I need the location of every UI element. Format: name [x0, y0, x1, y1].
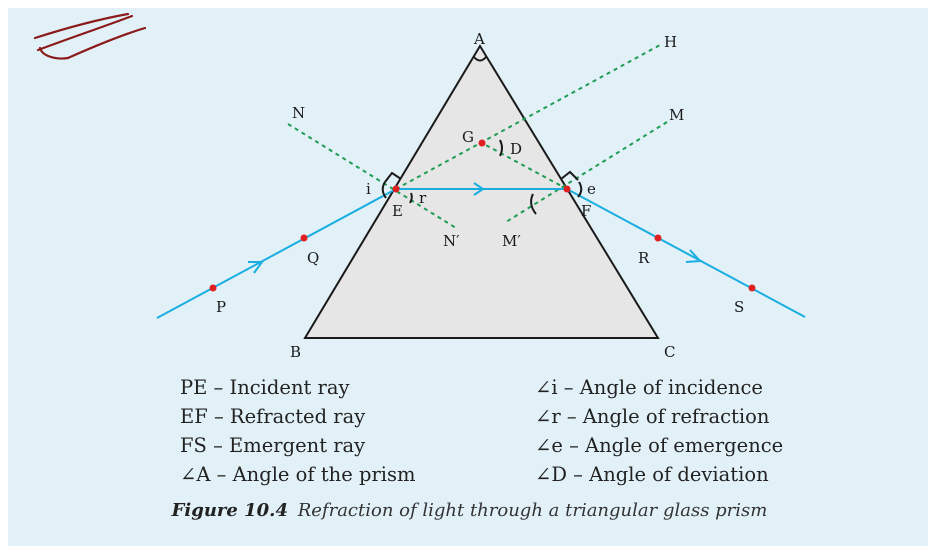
normal-NN-prime: [287, 123, 457, 229]
label-R: R: [638, 249, 650, 267]
arrow-head-refracted: [473, 182, 485, 196]
emergent-ray-FS: [566, 188, 806, 318]
label-D: D: [510, 140, 522, 158]
legend-left-1: PE – Incident ray: [180, 376, 350, 399]
arrow-head-incident: [248, 261, 264, 274]
point-F: [563, 185, 571, 193]
tick-mark-icon: [33, 12, 147, 60]
legend-right-1: ∠i – Angle of incidence: [535, 376, 763, 399]
label-N: N: [292, 104, 305, 122]
label-N-prime: N′: [443, 232, 460, 250]
label-e: e: [587, 180, 596, 198]
points: [209, 139, 756, 292]
label-G: G: [462, 128, 474, 146]
label-H: H: [664, 33, 677, 51]
legend-right-4: ∠D – Angle of deviation: [535, 463, 769, 486]
angle-exit-arc: [530, 193, 537, 215]
point-Q: [300, 234, 308, 242]
figure-caption: Figure 10.4 Refraction of light through …: [0, 500, 939, 521]
label-r: r: [419, 189, 427, 207]
point-P: [209, 284, 217, 292]
label-M-prime: M′: [502, 232, 521, 250]
point-E: [392, 185, 400, 193]
label-i: i: [366, 180, 371, 198]
caption-text: Refraction of light through a triangular…: [297, 500, 768, 521]
arrow-head-emergent: [685, 249, 703, 263]
label-A: A: [473, 30, 485, 48]
angle-D-arc: [499, 139, 503, 157]
angle-i-arc: [381, 181, 387, 199]
legend-right-3: ∠e – Angle of emergence: [535, 434, 784, 457]
angle-A-arc: [473, 56, 487, 62]
emergent-ray-extension: [481, 142, 568, 190]
legend-left-4: ∠A – Angle of the prism: [180, 463, 416, 486]
prism: [303, 44, 660, 339]
rays: [156, 182, 806, 319]
incident-ray-PE: [156, 188, 397, 319]
incident-ray-extension: [395, 44, 661, 190]
point-S: [748, 284, 756, 292]
angle-e-arc: [577, 181, 583, 198]
label-Q: Q: [307, 249, 319, 267]
label-C: C: [664, 343, 675, 361]
legend-right-2: ∠r – Angle of refraction: [535, 405, 770, 428]
caption-label: Figure 10.4: [171, 500, 288, 521]
label-E: E: [392, 202, 403, 220]
right-angle-E: [384, 171, 402, 183]
label-P: P: [216, 298, 226, 316]
angle-r-arc: [409, 192, 413, 204]
legend-left-3: FS – Emergent ray: [180, 434, 366, 457]
dashed-lines: [287, 44, 668, 229]
label-B: B: [290, 343, 301, 361]
point-G: [478, 139, 486, 147]
right-angle-F: [560, 170, 579, 181]
point-R: [654, 234, 662, 242]
label-F: F: [581, 202, 591, 220]
label-M: M: [669, 106, 684, 124]
angle-marks: [381, 56, 583, 215]
label-S: S: [734, 298, 744, 316]
legend-left-2: EF – Refracted ray: [180, 405, 366, 428]
